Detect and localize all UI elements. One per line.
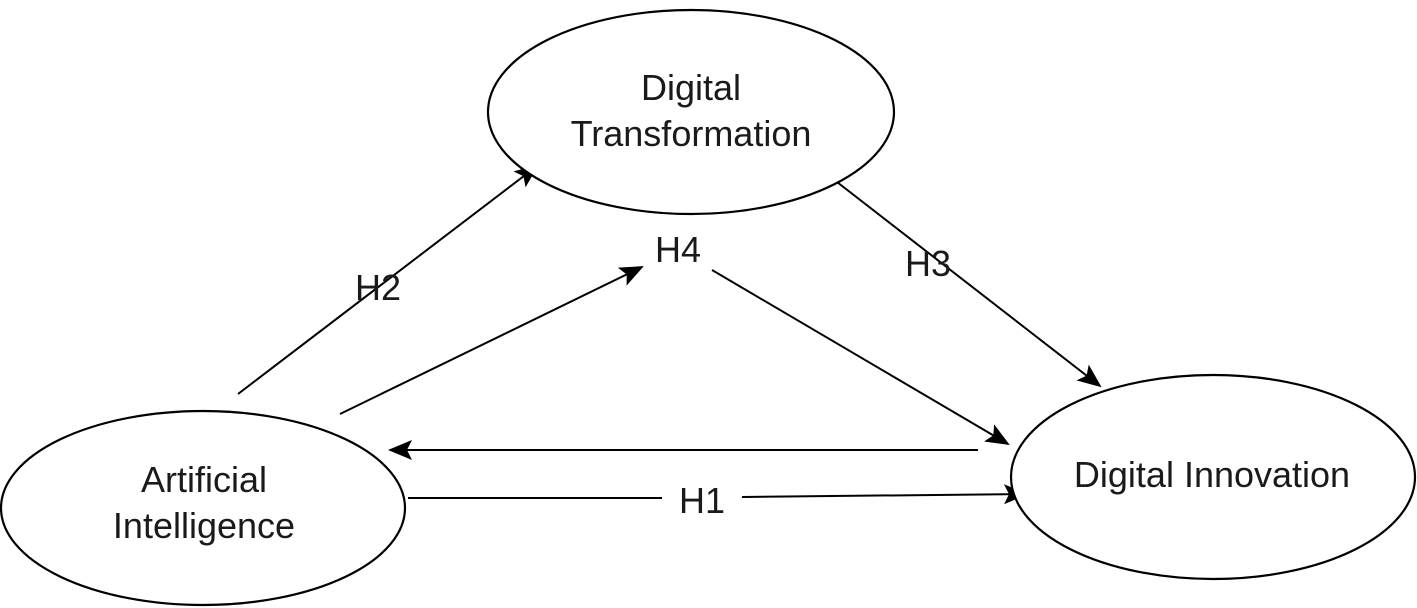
node-digital-innovation-label: Digital Innovation xyxy=(1074,454,1350,495)
node-digital-transformation-line2: Transformation xyxy=(571,113,812,154)
node-artificial-intelligence-line2: Intelligence xyxy=(113,505,295,546)
node-digital-transformation: Digital Transformation xyxy=(486,8,896,216)
edge-h4-mediation-to-di xyxy=(711,269,1010,446)
node-digital-transformation-line1: Digital xyxy=(641,67,741,108)
edge-h4-ai-to-mediation xyxy=(339,266,644,415)
label-h4: H4 xyxy=(655,229,701,270)
node-artificial-intelligence-line1: Artificial xyxy=(141,459,267,500)
label-h2: H2 xyxy=(355,267,401,308)
node-artificial-intelligence: Artificial Intelligence xyxy=(0,409,407,607)
edge-h2-ai-to-dt xyxy=(237,164,539,395)
edge-h1-ai-to-di-right xyxy=(741,484,1028,505)
node-digital-innovation: Digital Innovation xyxy=(1009,373,1417,581)
label-h3: H3 xyxy=(905,243,951,284)
label-h1: H1 xyxy=(679,480,725,521)
edge-h3-dt-to-di xyxy=(836,181,1102,388)
